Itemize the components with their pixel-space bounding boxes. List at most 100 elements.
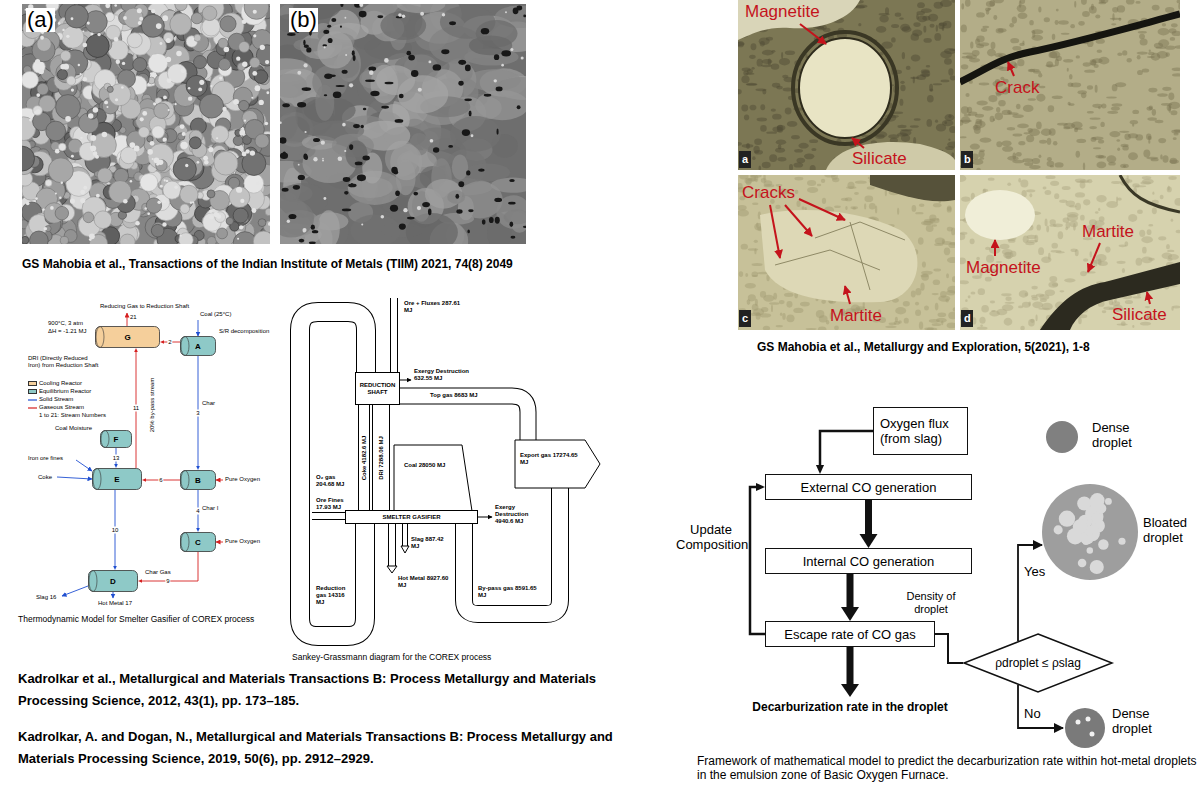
grain	[186, 75, 207, 96]
micrograph-texture	[796, 200, 800, 207]
micrograph-texture	[982, 106, 993, 111]
grain	[48, 158, 73, 183]
grain-highlight	[38, 69, 43, 74]
micrograph-texture	[1076, 55, 1080, 58]
speck	[494, 79, 497, 82]
micrograph-texture	[802, 206, 805, 209]
micrograph-texture	[1142, 68, 1149, 72]
micrograph-texture	[782, 313, 785, 320]
magnetite-rim	[793, 32, 897, 144]
sem-image-content	[280, 4, 526, 244]
micrograph-texture	[1058, 20, 1068, 25]
pore	[312, 230, 318, 233]
sintered-patch	[476, 20, 518, 47]
micrograph-texture	[780, 312, 782, 315]
pore	[342, 209, 351, 212]
grain-highlight	[239, 225, 243, 229]
micrograph-texture	[821, 179, 825, 183]
grain-highlight	[83, 43, 88, 48]
grain-highlight	[116, 60, 120, 64]
micrograph-texture	[785, 50, 795, 55]
micrograph-texture	[930, 24, 935, 28]
grain-highlight	[121, 86, 124, 89]
grain	[120, 234, 135, 244]
pore	[348, 184, 356, 188]
micrograph-texture	[948, 68, 953, 75]
grain	[200, 94, 224, 118]
micrograph-texture	[976, 44, 984, 48]
micrograph-texture	[778, 144, 782, 149]
micrograph-texture	[786, 314, 794, 322]
micrograph-texture	[1152, 109, 1156, 116]
speck	[428, 60, 431, 63]
grain-highlight	[166, 180, 168, 182]
grain	[62, 26, 84, 48]
micrograph-texture	[1055, 162, 1064, 167]
grain-highlight	[251, 208, 256, 213]
micrograph-texture	[741, 75, 749, 83]
micrograph-texture	[1002, 140, 1012, 146]
grain-highlight	[174, 103, 176, 105]
micrograph-texture	[987, 49, 996, 57]
pore	[496, 87, 503, 92]
micrograph-texture	[752, 271, 759, 276]
micrograph-texture	[1152, 5, 1160, 11]
speck	[323, 197, 326, 200]
grain-highlight	[237, 238, 239, 240]
grain	[133, 58, 147, 72]
speck	[402, 15, 406, 19]
grain-highlight	[70, 198, 75, 203]
micrograph-texture	[1020, 0, 1025, 4]
grain-highlight	[138, 21, 142, 25]
pore	[306, 47, 311, 52]
micrograph-texture	[1052, 34, 1055, 40]
micrograph-texture	[900, 81, 904, 84]
micrograph-texture	[1023, 158, 1033, 162]
grain-highlight	[210, 85, 212, 87]
grain-highlight	[203, 156, 208, 161]
grain-highlight	[209, 209, 213, 213]
micrograph-texture	[1149, 50, 1151, 52]
grain-highlight	[216, 137, 218, 139]
micrograph-texture	[752, 67, 755, 70]
micrograph-texture	[1101, 104, 1106, 109]
speck	[303, 229, 306, 232]
micrograph-texture	[1168, 93, 1174, 101]
grain-highlight	[256, 182, 260, 186]
pore	[465, 65, 471, 72]
micrograph-texture	[1087, 111, 1094, 113]
micrograph-texture	[947, 227, 953, 232]
pore	[509, 221, 513, 227]
micrograph-texture	[947, 141, 955, 147]
grain	[179, 233, 193, 244]
sintered-patch	[350, 215, 400, 244]
grain-highlight	[236, 56, 240, 60]
micrograph-texture	[742, 68, 751, 72]
micrograph-texture	[779, 300, 785, 304]
micrograph-texture	[1172, 67, 1180, 71]
grain-highlight	[105, 4, 110, 8]
micrograph-texture	[911, 291, 916, 298]
grain-highlight	[90, 145, 96, 151]
micrograph-texture	[970, 42, 973, 49]
pore	[406, 51, 411, 56]
micrograph-texture	[976, 100, 987, 105]
speck	[287, 220, 290, 223]
grain	[58, 143, 66, 151]
speck	[501, 64, 504, 67]
micrograph-texture	[858, 23, 861, 26]
pore	[297, 102, 306, 107]
pore	[282, 188, 289, 192]
grain-highlight	[253, 34, 256, 37]
grain	[146, 198, 161, 213]
grain	[141, 14, 164, 37]
micrograph-texture	[1148, 140, 1150, 144]
micrograph-texture	[1123, 165, 1126, 168]
micrograph-texture	[1165, 7, 1174, 13]
grain-highlight	[268, 222, 270, 226]
micrograph-texture	[1093, 147, 1101, 149]
micrograph-texture	[1119, 131, 1129, 133]
micrograph-texture	[1155, 120, 1164, 123]
sintered-patch	[491, 178, 526, 193]
pore	[362, 156, 369, 161]
